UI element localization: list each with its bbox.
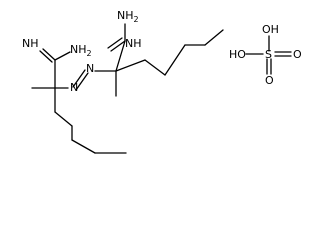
structure-diagram: NH2 NH N N NH NH2	[22, 9, 302, 154]
bond-chain-b-3	[164, 44, 186, 76]
bond-chain-b-1	[115, 59, 146, 72]
bond-amidine-b-c-nh-1	[110, 40, 126, 52]
molecule-fragment-upper: NH2 NH	[94, 9, 224, 97]
azo-linkage: N N	[70, 62, 94, 94]
bond-azo-double-2	[72, 69, 86, 88]
bond-amidine-a-c-nh-2	[39, 50, 53, 63]
atom-label-azo-n2: N	[70, 81, 78, 94]
atom-label-amidine-a-nh: NH	[22, 37, 39, 50]
bond-amidine-a-c-nh-1	[42, 48, 56, 61]
atom-label-amidine-a-nh2: NH2	[70, 43, 92, 58]
atom-label-sulfate-o-right: O	[293, 48, 302, 61]
atom-label-amidine-b-nh: NH	[125, 37, 142, 50]
bond-amidine-b-c-nh-2	[107, 37, 123, 49]
bond-amidine-a-c-nh2	[54, 51, 71, 61]
atom-label-sulfate-oh-top: OH	[262, 23, 279, 36]
sulfuric-acid: S OH HO O O	[229, 23, 302, 87]
bond-chain-b-5	[204, 29, 224, 46]
atom-label-amidine-b-nh2: NH2	[117, 9, 139, 24]
bond-chain-a-2	[54, 111, 73, 127]
atom-label-sulfate-o-bottom: O	[265, 74, 274, 87]
atom-label-azo-n1: N	[86, 62, 94, 75]
bond-amidine-b-c-quat	[115, 40, 126, 72]
bond-chain-b-2	[144, 59, 166, 76]
atom-label-sulfur: S	[265, 48, 272, 61]
bond-azo-double-1	[75, 72, 89, 91]
molecule-fragment-lower: NH NH2	[22, 37, 127, 154]
atom-label-sulfate-oh-left: HO	[229, 48, 246, 61]
bond-chain-a-4	[71, 139, 96, 154]
